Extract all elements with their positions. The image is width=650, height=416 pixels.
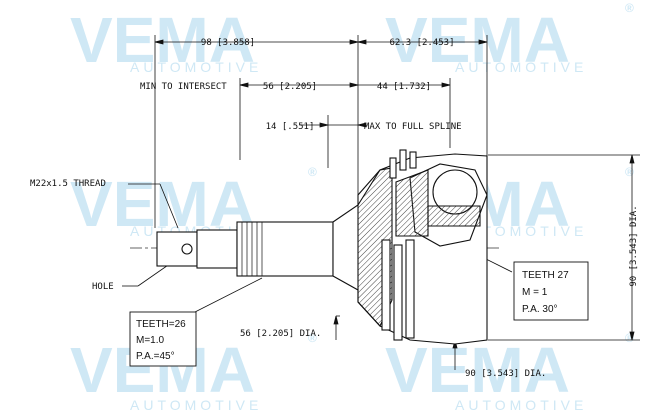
watermark-reg: ®	[308, 165, 317, 179]
bell-dia-label: 90 [3.543] DIA.	[465, 369, 546, 379]
spline-length-label: 14 [.551]	[266, 122, 315, 132]
watermark-brand: VEMA	[385, 334, 570, 406]
cv-joint-part	[156, 149, 488, 345]
watermark-sub: AUTOMOTIVE	[130, 59, 262, 75]
spec-box-inner: TEETH 27 M = 1 P.A. 30°	[513, 261, 589, 321]
spec-outer-teeth: TEETH=26	[136, 319, 186, 330]
watermark-sub: AUTOMOTIVE	[130, 397, 262, 413]
hole-label: HOLE	[92, 282, 114, 292]
spec-inner-module: M = 1	[522, 287, 548, 298]
spec-outer-module: M=1.0	[136, 335, 165, 346]
watermark-reg: ®	[625, 331, 634, 345]
watermark-reg: ®	[625, 1, 634, 15]
bell-length-label: 44 [1.732]	[377, 82, 431, 92]
spec-inner-teeth: TEETH 27	[522, 270, 569, 281]
watermark-sub: AUTOMOTIVE	[455, 59, 587, 75]
spec-inner-pa: P.A. 30°	[522, 304, 558, 315]
shaft-hole	[181, 243, 193, 255]
watermark-reg: ®	[625, 165, 634, 179]
watermark-reg: ®	[308, 331, 317, 345]
min-to-intersect-value: 56 [2.205]	[263, 82, 317, 92]
dimension-labels: 98 [3.858] 62.3 [2.453] MIN TO INTERSECT…	[30, 38, 639, 379]
overall-dia-label: 90 [3.543] DIA.	[629, 205, 639, 286]
splined-shaft	[236, 221, 334, 277]
min-to-intersect-label: MIN TO INTERSECT	[140, 82, 227, 92]
total-length-label: 98 [3.858]	[201, 38, 255, 48]
shaft-dia-label: 56 [2.205] DIA.	[240, 329, 321, 339]
spec-outer-pa: P.A.=45°	[136, 351, 175, 362]
shaft-neck	[196, 229, 238, 269]
spec-box-outer: TEETH=26 M=1.0 P.A.=45°	[129, 311, 197, 367]
watermark-brand: VEMA	[385, 4, 570, 76]
outer-length-label: 62.3 [2.453]	[389, 38, 454, 48]
max-to-full-spline-label: MAX TO FULL SPLINE	[364, 122, 462, 132]
thread-label: M22x1.5 THREAD	[30, 179, 106, 189]
watermark-brand: VEMA	[70, 168, 255, 240]
watermark-sub: AUTOMOTIVE	[455, 397, 587, 413]
dimension-lines	[122, 35, 640, 370]
